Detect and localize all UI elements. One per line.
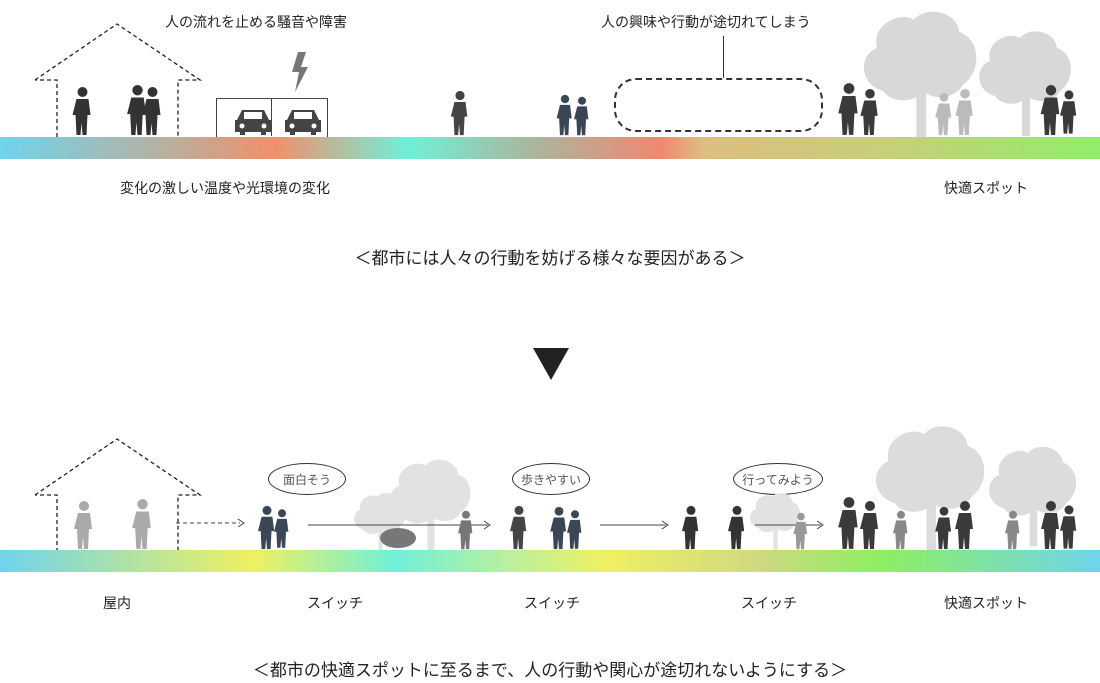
seated-person-icon bbox=[70, 86, 95, 136]
environment-gradient-bar-bottom bbox=[0, 550, 1100, 572]
speech-bubble: 面白そう bbox=[268, 463, 346, 495]
standing-person-icon bbox=[935, 92, 953, 136]
pointer-line bbox=[723, 36, 724, 78]
standing-person-icon bbox=[1005, 510, 1021, 550]
seated-person-icon bbox=[455, 510, 477, 550]
standing-person-icon bbox=[893, 510, 909, 550]
bottom-caption: ＜都市の快適スポットに至るまで、人の行動や関心が途切れないようにする＞ bbox=[252, 661, 848, 681]
lightning-bolt-icon bbox=[292, 52, 308, 92]
car-icon bbox=[233, 106, 273, 136]
standing-person-icon bbox=[1040, 84, 1062, 136]
walking-person-icon bbox=[556, 94, 574, 136]
seated-person-icon bbox=[790, 512, 812, 550]
walking-person-icon bbox=[550, 506, 568, 550]
standing-person-icon bbox=[860, 88, 880, 136]
walking-person-icon bbox=[728, 505, 746, 550]
seated-person-icon bbox=[72, 500, 96, 550]
taxi-icon bbox=[283, 106, 323, 136]
divider bbox=[271, 98, 272, 136]
seated-person-icon bbox=[130, 498, 155, 550]
environment-gradient-bar-top bbox=[0, 137, 1100, 159]
standing-person-icon bbox=[838, 496, 860, 550]
arrow bbox=[308, 520, 491, 530]
walking-person-icon bbox=[567, 509, 583, 550]
arrow bbox=[600, 520, 669, 530]
empty-interest-gap bbox=[614, 78, 823, 132]
reclining-person-icon bbox=[380, 528, 416, 548]
walking-person-icon bbox=[510, 505, 528, 550]
standing-person-icon bbox=[955, 88, 975, 136]
walking-person-icon bbox=[574, 96, 590, 136]
standing-person-icon bbox=[935, 506, 953, 550]
standing-person-icon bbox=[1060, 504, 1078, 550]
top-caption: ＜都市には人々の行動を妨げる様々な要因がある＞ bbox=[354, 249, 746, 269]
speech-bubble: 行ってみよう bbox=[733, 463, 823, 495]
house-outline-icon bbox=[34, 438, 203, 552]
house-outline-icon bbox=[34, 23, 203, 137]
dashed-arrow bbox=[176, 518, 245, 528]
arrow bbox=[755, 520, 824, 530]
temperature-light-label: 変化の激しい温度や光環境の変化 bbox=[120, 181, 330, 197]
interest-interrupted-label: 人の興味や行動が途切れてしまう bbox=[601, 15, 811, 31]
walking-person-icon bbox=[274, 507, 290, 550]
comfort-spot-label: 快適スポット bbox=[944, 181, 1028, 197]
standing-person-icon bbox=[860, 500, 880, 550]
standing-person-icon bbox=[955, 500, 975, 550]
noise-obstacle-label: 人の流れを止める騒音や障害 bbox=[165, 15, 347, 31]
standing-person-icon bbox=[838, 82, 860, 136]
switch-label: スイッチ bbox=[307, 596, 363, 612]
walking-person-icon bbox=[450, 90, 470, 136]
comfort-spot-label: 快適スポット bbox=[944, 596, 1028, 612]
switch-label: スイッチ bbox=[524, 596, 580, 612]
standing-person-icon bbox=[1060, 88, 1078, 136]
indoor-label: 屋内 bbox=[103, 596, 131, 612]
switch-label: スイッチ bbox=[741, 596, 797, 612]
standing-person-icon bbox=[1040, 500, 1062, 550]
walking-person-icon bbox=[682, 505, 700, 550]
seated-person-icon bbox=[140, 86, 165, 136]
down-triangle-icon bbox=[533, 348, 569, 380]
speech-bubble: 歩きやすい bbox=[512, 463, 590, 495]
